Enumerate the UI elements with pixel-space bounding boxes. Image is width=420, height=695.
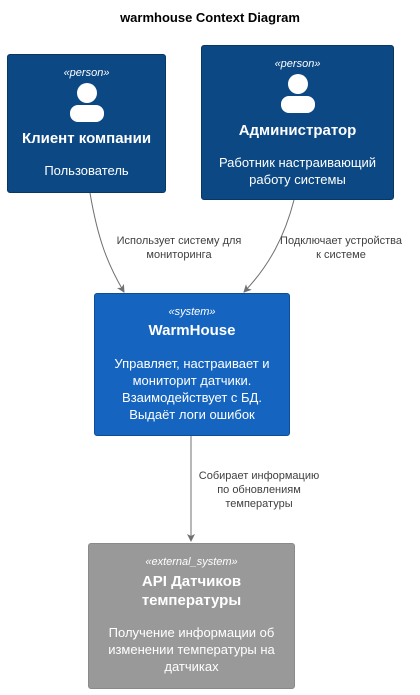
- node-sensor-api[interactable]: «external_system» API Датчиков температу…: [88, 543, 295, 689]
- warmhouse-description-line: Выдаёт логи ошибок: [129, 407, 255, 422]
- sensors-description-line: датчиках: [164, 659, 219, 674]
- admin-stereotype: «person»: [274, 58, 321, 70]
- sensors-stereotype: «external_system»: [145, 556, 238, 568]
- sensors-name-line: температуры: [141, 592, 242, 609]
- edge-label-line: мониторинга: [146, 249, 212, 261]
- person-icon: [69, 83, 104, 122]
- warmhouse-description-line: Взаимодействует с БД.: [122, 390, 262, 405]
- edge-label-line: Использует систему для: [116, 235, 242, 247]
- warmhouse-description: Управляет, настраивает и мониторит датчи…: [95, 355, 289, 423]
- warmhouse-description-line: Управляет, настраивает и: [114, 356, 270, 371]
- client-description: Пользователь: [44, 163, 129, 178]
- edge-admin-to-system: [243, 199, 295, 293]
- node-admin[interactable]: «person» Администратор Работник настраив…: [201, 45, 394, 200]
- warmhouse-name: WarmHouse: [148, 322, 236, 339]
- client-stereotype: «person»: [63, 67, 110, 79]
- edge-label-admin-to-system: Подключает устройства к системе: [266, 234, 416, 262]
- node-warmhouse-system[interactable]: «system» WarmHouse Управляет, настраивае…: [94, 293, 290, 436]
- edge-label-system-to-sensors: Собирает информацию по обновлениям темпе…: [184, 469, 334, 511]
- diagram-title: warmhouse Context Diagram: [120, 10, 300, 25]
- edge-label-line: Собирает информацию: [198, 470, 320, 482]
- person-icon: [280, 74, 315, 113]
- admin-description-line: работу системы: [249, 172, 346, 187]
- sensors-description-line: Получение информации об: [108, 625, 275, 640]
- sensors-name: API Датчиков температуры: [89, 572, 294, 610]
- warmhouse-stereotype: «system»: [168, 306, 216, 318]
- admin-description: Работник настраивающий работу системы: [202, 154, 393, 188]
- client-name: Клиент компании: [21, 130, 152, 147]
- edge-label-line: по обновлениям: [217, 484, 301, 496]
- edge-label-line: Подключает устройства: [280, 235, 402, 247]
- sensors-description: Получение информации об изменении темпер…: [89, 624, 294, 675]
- sensors-description-line: изменении температуры на: [108, 642, 275, 657]
- edge-label-client-to-system: Использует систему для мониторинга: [104, 234, 254, 262]
- edge-label-line: температуры: [225, 498, 293, 510]
- edge-label-line: к системе: [316, 249, 366, 261]
- node-client[interactable]: «person» Клиент компании Пользователь: [7, 54, 166, 193]
- sensors-name-line: API Датчиков: [141, 573, 242, 590]
- warmhouse-description-line: мониторит датчики.: [132, 373, 252, 388]
- admin-description-line: Работник настраивающий: [218, 155, 377, 170]
- edge-client-to-system: [89, 192, 125, 293]
- admin-name: Администратор: [238, 122, 357, 139]
